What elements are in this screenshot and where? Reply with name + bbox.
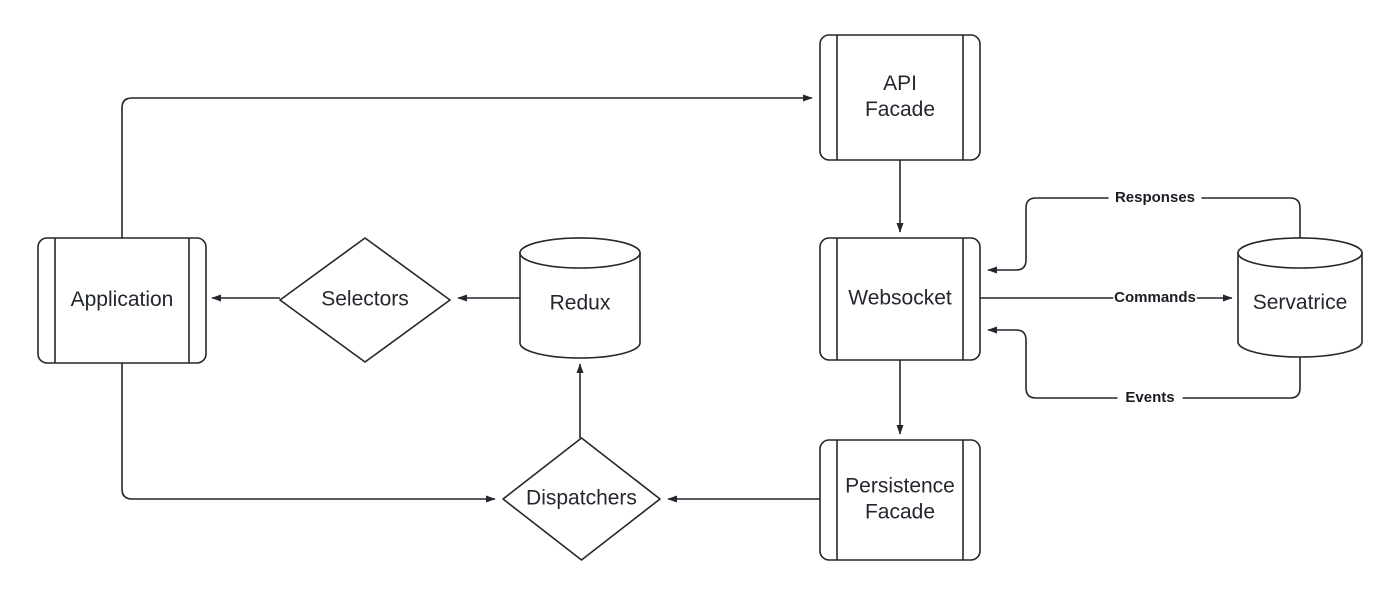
edge-servatrice-to-websocket-responses: [987, 197, 1301, 274]
node-dispatchers[interactable]: Dispatchers: [502, 437, 661, 561]
edge-label-backdrop: [1108, 188, 1202, 208]
module-outline: [819, 34, 981, 161]
diamond-outline: [279, 237, 451, 363]
diamond-outline: [502, 437, 661, 561]
edge-label-servatrice-to-websocket-events: Events: [1117, 388, 1183, 408]
edge-label-backdrop: [1117, 388, 1183, 408]
node-servatrice[interactable]: Servatrice: [1237, 237, 1363, 358]
node-selectors[interactable]: Selectors: [279, 237, 451, 363]
cylinder-top: [519, 237, 641, 269]
node-label: API: [883, 72, 917, 95]
node-label: Facade: [865, 501, 935, 524]
node-label: Persistence: [845, 475, 955, 498]
node-application[interactable]: Application: [37, 237, 207, 364]
node-label: Selectors: [321, 288, 409, 311]
edges-layer: [121, 94, 1301, 503]
edge-line: [987, 326, 1301, 399]
edge-application-to-dispatchers: [121, 363, 496, 503]
module-outline: [819, 237, 981, 361]
node-label: Facade: [865, 98, 935, 121]
node-websocket[interactable]: Websocket: [819, 237, 981, 361]
edge-label-text: Responses: [1115, 189, 1195, 206]
edge-application-to-api-facade: [121, 94, 813, 238]
edge-label-text: Commands: [1114, 289, 1196, 306]
edge-label-websocket-to-servatrice-commands: Commands: [1113, 288, 1197, 308]
edge-label-servatrice-to-websocket-responses: Responses: [1108, 188, 1202, 208]
edge-line: [987, 197, 1301, 274]
edge-line: [121, 363, 496, 503]
node-label: Application: [71, 288, 174, 311]
edge-servatrice-to-websocket-events: [987, 326, 1301, 399]
node-label: Dispatchers: [526, 487, 637, 510]
node-api-facade[interactable]: API Facade: [819, 34, 981, 161]
edge-label-backdrop: [1113, 288, 1197, 308]
edge-label-text: Events: [1125, 389, 1174, 406]
module-outline: [819, 439, 981, 561]
cylinder-top: [1237, 237, 1363, 269]
edge-line: [121, 94, 813, 238]
node-label: Redux: [550, 292, 611, 315]
node-redux[interactable]: Redux: [519, 237, 641, 359]
node-label: Websocket: [848, 287, 952, 310]
node-label: Servatrice: [1253, 291, 1348, 314]
module-outline: [37, 237, 207, 364]
